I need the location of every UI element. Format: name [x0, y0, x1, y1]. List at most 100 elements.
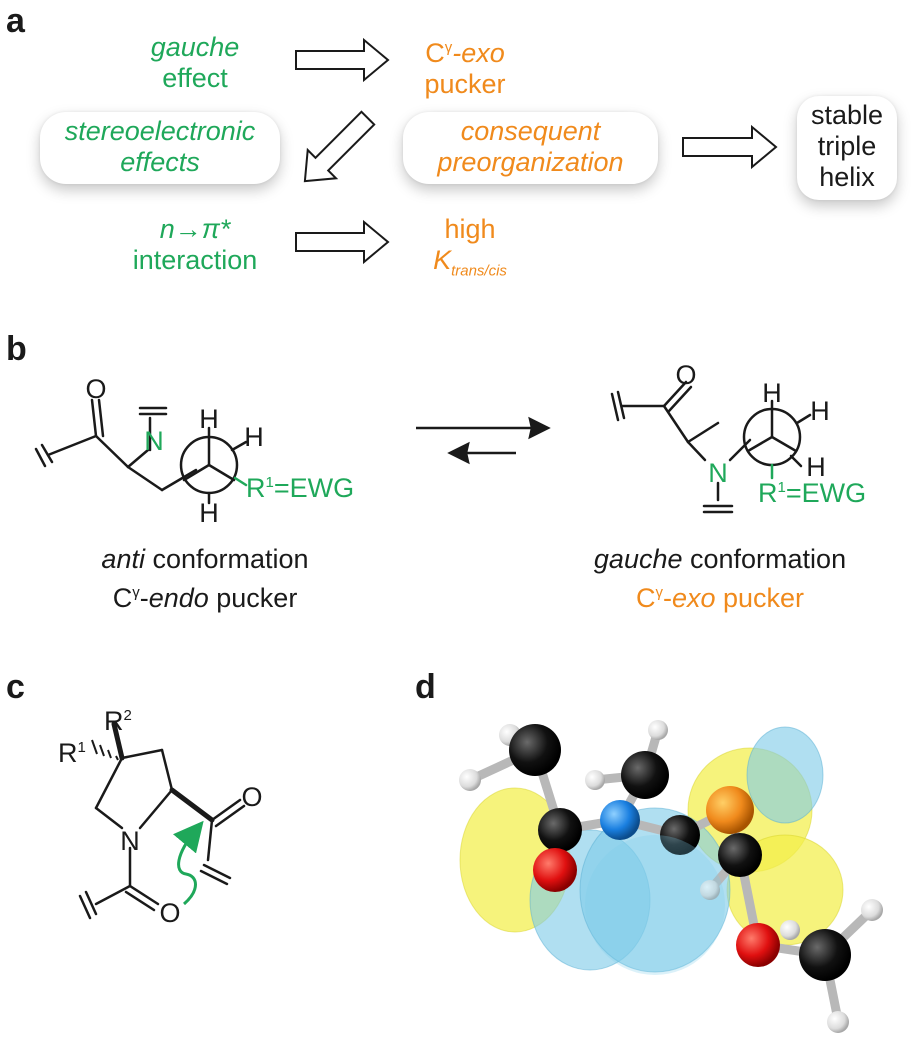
- ring-bond-1: [120, 748, 164, 760]
- right-N-label: N: [708, 458, 728, 488]
- right-bond-3: [686, 421, 720, 444]
- right-O-label: O: [675, 360, 696, 390]
- high-k-line1: high: [444, 214, 496, 244]
- carbon-atom-4: [660, 815, 700, 855]
- right-hatch-1: [616, 390, 626, 420]
- left-caption-rest: conformation: [144, 544, 309, 574]
- left-caption-pucker: pucker: [208, 583, 298, 613]
- gauche-effect-line1: gauche: [150, 32, 240, 62]
- ring-bond-3: [138, 788, 174, 830]
- right-H-right: H: [810, 396, 830, 426]
- left-R-label: R1=EWG: [246, 473, 354, 503]
- left-O-label: O: [85, 374, 106, 404]
- right-co-2: [667, 385, 693, 413]
- n-pi-label: n→π* interaction: [100, 214, 290, 276]
- right-bond-2: [662, 404, 690, 444]
- panel-b-structures: O N H H H R1=EWG O N H H H R1=EWG: [34, 360, 866, 528]
- panel-a: gauche effect Cγ-exo pucker stereoelectr…: [0, 0, 921, 310]
- c-O-right-label: O: [241, 782, 262, 812]
- left-hatch-2: [34, 447, 47, 468]
- forward-arrowhead: [528, 416, 551, 440]
- panel-a-arrows: [295, 37, 778, 265]
- left-caption-endo: endo: [148, 583, 209, 613]
- left-h-right-bond: [230, 440, 248, 452]
- oxygen-atom-2: [706, 786, 754, 834]
- right-co-1: [662, 380, 688, 408]
- hydrogen-atom-3: [648, 720, 668, 740]
- right-caption-c: C: [635, 583, 656, 613]
- right-H-lower: H: [806, 452, 826, 482]
- left-caption-italic: anti: [101, 544, 145, 574]
- right-amide-bond: [206, 818, 214, 862]
- hydrogen-atom-7: [861, 899, 883, 921]
- right-caption-rest: conformation: [682, 544, 847, 574]
- cexo-c: C: [425, 38, 445, 68]
- right-caption-italic: gauche: [593, 544, 683, 574]
- bottom-bond: [94, 884, 132, 906]
- right-caption-dash: -: [662, 583, 672, 613]
- left-bond-4: [160, 468, 198, 492]
- hydrogen-atom-6: [780, 920, 800, 940]
- stereoelectronic-label: stereoelectronic effects: [40, 116, 280, 178]
- c-o-bottom-2: [124, 890, 156, 912]
- oxygen-atom-1: [533, 848, 577, 892]
- ring-bond-2: [160, 748, 174, 792]
- left-co-2: [97, 398, 105, 438]
- panel-label-b: b: [6, 330, 27, 368]
- left-newman-front-3: [182, 463, 211, 482]
- left-H-top: H: [199, 404, 219, 434]
- left-caption: anti conformation Cγ-endo pucker: [60, 542, 350, 615]
- hashed-bond-r1: [91, 739, 119, 761]
- co-right-1: [210, 798, 242, 822]
- left-caption-c: C: [112, 583, 133, 613]
- carbon-atom-6: [799, 929, 851, 981]
- right-R-label: R1=EWG: [758, 478, 866, 508]
- c-R2-label: R2: [104, 706, 132, 736]
- left-N-label: N: [144, 426, 164, 456]
- ring-bond-4: [94, 756, 124, 810]
- stable-helix-pill: [797, 96, 897, 200]
- stereoelectronic-line2: effects: [120, 147, 200, 177]
- left-H-right: H: [244, 422, 264, 452]
- hydrogen-atom-4: [585, 770, 605, 790]
- stable-helix-label: stable triple helix: [797, 100, 897, 193]
- right-hatch-2: [610, 392, 620, 422]
- right-hatch-2: [199, 869, 229, 886]
- k-subscript: trans/cis: [451, 262, 507, 280]
- arrow-npi-to-highk: [295, 219, 390, 265]
- right-bond-4: [728, 438, 752, 462]
- consequent-label: consequent preorganization: [403, 116, 658, 178]
- consequent-line2: preorganization: [437, 147, 624, 177]
- left-co-1: [90, 398, 98, 438]
- reverse-arrowhead: [447, 441, 470, 465]
- carbon-atom-5: [718, 833, 762, 877]
- consequent-line1: consequent: [460, 116, 601, 146]
- carbon-atom-3: [621, 751, 669, 799]
- panel-label-a: a: [6, 2, 25, 40]
- oxygen-atom-3: [736, 923, 780, 967]
- left-bond-n: [126, 448, 150, 469]
- right-caption-sup: γ: [655, 584, 663, 601]
- bottom-hatch-1: [84, 890, 98, 916]
- left-newman-front-2: [207, 463, 236, 482]
- nitrogen-atom: [600, 800, 640, 840]
- left-H-bottom: H: [199, 498, 219, 528]
- right-h-right-bond: [795, 413, 812, 425]
- n-pi-line1: n→π*: [159, 214, 231, 244]
- carbon-atom-2: [538, 808, 582, 852]
- left-bond-1: [46, 434, 98, 457]
- right-caption-pucker: pucker: [715, 583, 805, 613]
- right-H-top: H: [762, 378, 782, 408]
- stable-line2: triple: [817, 131, 877, 161]
- n-pi-curly-arrow: [172, 820, 204, 906]
- arrow-preorg-to-helix: [682, 124, 778, 170]
- right-newman-front-2: [770, 435, 798, 453]
- cexo-pucker-word: pucker: [424, 69, 506, 99]
- consequent-pill: [403, 112, 658, 184]
- stable-line3: helix: [819, 162, 875, 192]
- equilibrium-arrows: [416, 416, 551, 465]
- stable-line1: stable: [810, 100, 884, 130]
- gauche-effect-line2: effect: [162, 63, 228, 93]
- c-o-bottom-1: [128, 884, 160, 906]
- bottom-hatch-2: [78, 894, 92, 920]
